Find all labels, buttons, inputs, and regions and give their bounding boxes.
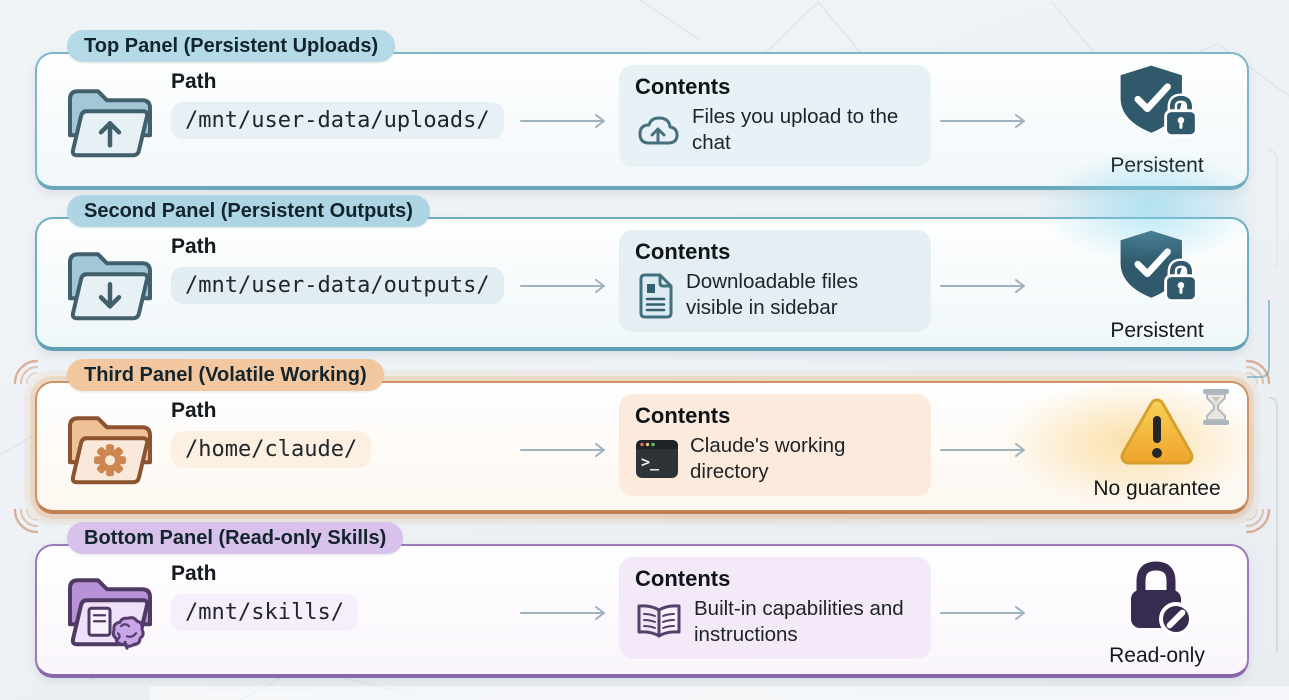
path-value-pill: /mnt/user-data/outputs/	[171, 267, 504, 304]
contents-description: Claude's working directory	[690, 434, 846, 484]
path-value-pill: /home/claude/	[171, 431, 372, 468]
vibration-arcs-icon	[11, 508, 39, 536]
folder-download-icon	[61, 238, 157, 324]
path-value-pill: /mnt/user-data/uploads/	[171, 102, 504, 139]
arrow-right-icon	[520, 279, 612, 293]
contents-description: Files you upload to the chat	[692, 105, 899, 155]
shield-check-lock-icon	[1111, 225, 1203, 313]
status-label: Persistent	[1110, 154, 1204, 177]
hourglass-icon	[1201, 388, 1231, 426]
cloud-upload-icon	[635, 111, 681, 149]
arrow-right-icon	[520, 114, 612, 128]
panel-title-badge: Bottom Panel (Read-only Skills)	[67, 522, 404, 554]
status-label: Read-only	[1109, 644, 1205, 667]
panel-third-volatile-working: Third Panel (Volatile Working)	[13, 359, 1272, 534]
contents-card: Contents Files you upload to the chat	[619, 65, 931, 168]
background-strip	[150, 686, 1289, 700]
vibration-arcs-icon	[11, 357, 39, 385]
shield-check-lock-icon	[1111, 60, 1203, 148]
path-label: Path	[171, 399, 217, 422]
contents-card: Contents >_ Claude's working directory	[619, 394, 931, 497]
terminal-icon: >_	[635, 439, 679, 479]
contents-title: Contents	[635, 239, 731, 264]
vibration-arcs-icon	[1245, 508, 1273, 536]
status-label: Persistent	[1110, 319, 1204, 342]
panel-title-badge: Second Panel (Persistent Outputs)	[67, 195, 430, 227]
document-icon	[635, 271, 675, 319]
panel-second-persistent-outputs: Second Panel (Persistent Outputs) Path /…	[35, 195, 1249, 351]
contents-card: Contents Downloadable files visible in s…	[619, 230, 931, 333]
contents-title: Contents	[635, 566, 731, 591]
book-icon	[87, 606, 112, 637]
warning-triangle-icon	[1111, 393, 1203, 471]
arrow-right-icon	[520, 443, 612, 457]
svg-text:>_: >_	[641, 453, 660, 471]
arrow-right-icon	[940, 606, 1032, 620]
arrow-right-icon	[520, 606, 612, 620]
panel-top-persistent-uploads: Top Panel (Persistent Uploads) Path /mnt…	[35, 30, 1249, 190]
path-label: Path	[171, 70, 217, 93]
arrow-right-icon	[940, 443, 1032, 457]
vibration-arcs-icon	[1245, 357, 1273, 385]
folder-upload-icon	[61, 75, 157, 161]
contents-description: Built-in capabilities and instructions	[694, 597, 904, 647]
panel-title-badge: Top Panel (Persistent Uploads)	[67, 30, 396, 62]
arrow-right-icon	[940, 114, 1032, 128]
path-label: Path	[171, 235, 217, 258]
folder-gear-icon	[61, 402, 157, 488]
gear-icon	[94, 443, 126, 476]
path-label: Path	[171, 562, 217, 585]
arrow-up-icon	[98, 121, 122, 148]
arrow-down-icon	[98, 282, 122, 309]
lock-prohibited-icon	[1114, 552, 1200, 638]
contents-title: Contents	[635, 403, 731, 428]
open-book-icon	[635, 603, 683, 641]
brain-icon	[111, 616, 145, 650]
contents-title: Contents	[635, 74, 731, 99]
contents-card: Contents Built-in capabilities and instr…	[619, 557, 931, 660]
folder-skills-icon	[61, 564, 157, 652]
panel-bottom-readonly-skills: Bottom Panel (Read-only Skills)	[35, 522, 1249, 678]
right-connector-lines	[1247, 149, 1278, 652]
contents-description: Downloadable files visible in sidebar	[686, 270, 859, 320]
arrow-right-icon	[940, 279, 1032, 293]
status-label: No guarantee	[1093, 477, 1221, 500]
path-value-pill: /mnt/skills/	[171, 594, 358, 631]
panel-title-badge: Third Panel (Volatile Working)	[67, 359, 384, 391]
